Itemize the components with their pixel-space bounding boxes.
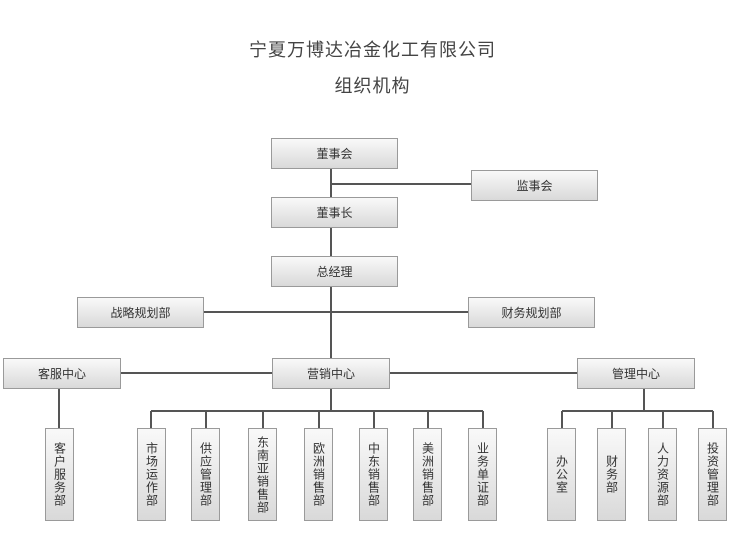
supervisors-node: 监事会: [471, 170, 598, 201]
us-sales-dept-node: 美洲销售部: [413, 428, 442, 521]
supply-dept-node: 供应管理部: [191, 428, 220, 521]
customer-center-node: 客服中心: [3, 358, 121, 389]
board-node: 董事会: [271, 138, 398, 169]
eu-sales-dept-node: 欧洲销售部: [304, 428, 333, 521]
me-sales-dept-node: 中东销售部: [359, 428, 388, 521]
business-docs-dept-node: 业务单证部: [468, 428, 497, 521]
company-name: 宁夏万博达冶金化工有限公司: [249, 40, 496, 61]
customer-service-dept-node: 客户服务部: [45, 428, 74, 521]
chairman-node: 董事长: [271, 197, 398, 228]
finance-plan-dept-node: 财务规划部: [468, 297, 595, 328]
hr-dept-node: 人力资源部: [648, 428, 677, 521]
office-node: 办公室: [547, 428, 576, 521]
chart-title: 组织机构: [334, 76, 411, 97]
gm-node: 总经理: [271, 256, 398, 287]
strategy-dept-node: 战略规划部: [77, 297, 204, 328]
investment-dept-node: 投资管理部: [698, 428, 727, 521]
finance-dept-node: 财务部: [597, 428, 626, 521]
sea-sales-dept-node: 东南亚销售部: [248, 428, 277, 521]
management-center-node: 管理中心: [577, 358, 695, 389]
market-ops-dept-node: 市场运作部: [137, 428, 166, 521]
marketing-center-node: 营销中心: [272, 358, 390, 389]
